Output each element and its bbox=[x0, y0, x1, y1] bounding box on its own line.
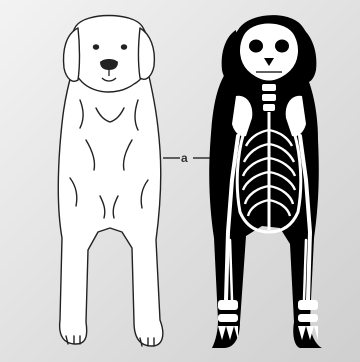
dog-outline-left-eye bbox=[93, 44, 99, 50]
skeleton-skull bbox=[241, 24, 298, 80]
dog-silhouette-left-ear bbox=[222, 30, 236, 83]
callout-a: a bbox=[163, 151, 212, 165]
callout-label: a bbox=[181, 151, 188, 165]
skeleton-neck bbox=[262, 84, 276, 111]
dog-outline-right-eye bbox=[121, 44, 127, 50]
dog-silhouette-right-ear bbox=[302, 28, 316, 82]
dog-outline-body bbox=[58, 72, 163, 346]
dog-outline-left-ear bbox=[64, 28, 80, 81]
dog-outline-right-ear bbox=[139, 28, 155, 79]
dog-skeleton-illustration bbox=[209, 15, 322, 348]
